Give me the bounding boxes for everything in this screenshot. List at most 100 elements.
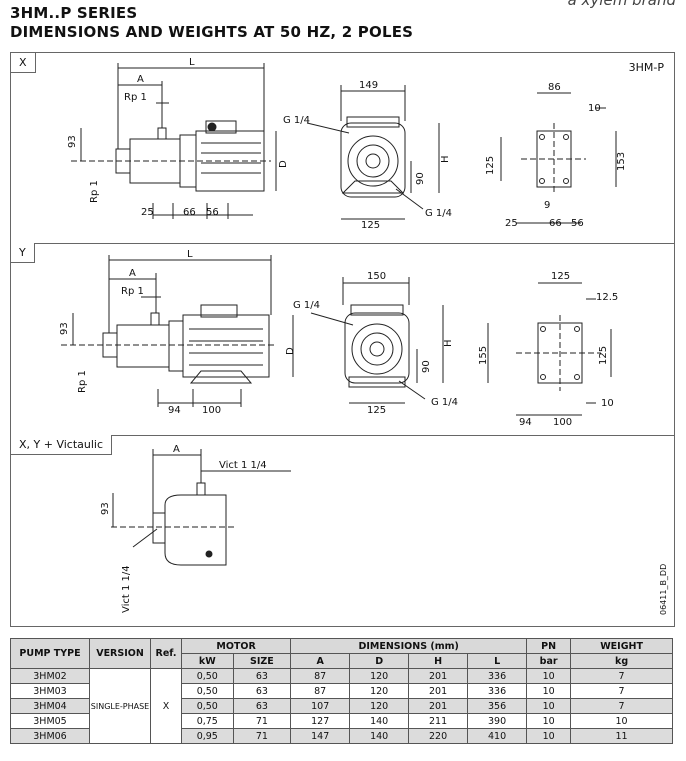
- cell-kg: 7: [570, 698, 673, 714]
- model-label: 3HM-P: [628, 61, 664, 74]
- brand-text: a xylem brand: [567, 0, 676, 9]
- table-row: 3HM06 0,95 71 147 140 220 410 10 11: [10, 728, 673, 744]
- cell-l: 390: [467, 713, 528, 729]
- cell-pn: 10: [526, 728, 572, 744]
- dim-66-plate: 66: [549, 218, 562, 229]
- dim-D: D: [278, 160, 289, 168]
- dim-125-vertical: 125: [485, 156, 496, 175]
- cell-version: SINGLE-PHASE: [89, 668, 151, 744]
- cell-a: 107: [290, 698, 351, 714]
- col-kw: kW: [181, 653, 234, 669]
- dim-94: 94: [168, 405, 181, 416]
- table-row: 3HM03 0,50 63 87 120 201 336 10 7: [10, 683, 673, 699]
- dim-g14-bottom: G 1/4: [431, 397, 458, 408]
- cell-l: 336: [467, 683, 528, 699]
- cell-a: 87: [290, 683, 351, 699]
- dim-rp1-top: Rp 1: [124, 92, 147, 103]
- cell-size: 63: [232, 698, 292, 714]
- cell-h: 201: [408, 668, 469, 684]
- dim-56: 56: [206, 207, 219, 218]
- col-h: H: [408, 653, 469, 669]
- cell-size: 71: [232, 728, 292, 744]
- cell-type: 3HM05: [10, 713, 90, 729]
- cell-l: 356: [467, 698, 528, 714]
- dim-vict-top: Vict 1 1/4: [219, 460, 267, 471]
- cell-type: 3HM06: [10, 728, 90, 744]
- cell-a: 127: [290, 713, 351, 729]
- cell-l: 410: [467, 728, 528, 744]
- dim-25-plate: 25: [505, 218, 518, 229]
- dim-g14-top: G 1/4: [283, 115, 310, 126]
- dim-12-5: 12.5: [596, 292, 618, 303]
- cell-d: 120: [349, 668, 410, 684]
- cell-kg: 7: [570, 683, 673, 699]
- dim-H: H: [443, 339, 454, 347]
- dim-rp1-side: Rp 1: [77, 370, 88, 393]
- table-row: 3HM02 SINGLE-PHASE X 0,50 63 87 120 201 …: [10, 668, 673, 744]
- cell-pn: 10: [526, 698, 572, 714]
- cell-l: 336: [467, 668, 528, 684]
- panel-y: Y: [11, 243, 674, 436]
- cell-a: 147: [290, 728, 351, 744]
- dim-g14-bottom: G 1/4: [425, 208, 452, 219]
- dim-100: 100: [202, 405, 221, 416]
- col-size: SIZE: [232, 653, 292, 669]
- table-row: 3HM05 0,75 71 127 140 211 390 10 10: [10, 713, 673, 729]
- cell-h: 201: [408, 698, 469, 714]
- cell-kw: 0,50: [181, 668, 234, 684]
- panel-victaulic-tag: X, Y + Victaulic: [11, 435, 113, 455]
- dim-93: 93: [67, 135, 78, 148]
- cell-kw: 0,75: [181, 713, 234, 729]
- dim-L: L: [189, 57, 195, 68]
- col-kg: kg: [570, 653, 673, 669]
- dim-149: 149: [359, 80, 378, 91]
- panel-victaulic-drawing: A Vict 1 1/4 93 Vict 1 1/4 06411_B_DD: [100, 444, 668, 615]
- cell-pn: 10: [526, 683, 572, 699]
- dim-94-plate: 94: [519, 417, 532, 428]
- dim-93: 93: [100, 502, 111, 515]
- drawings-frame: X 3HM-P: [10, 52, 675, 627]
- dim-150: 150: [367, 271, 386, 282]
- dim-A: A: [173, 444, 180, 455]
- cell-kg: 7: [570, 668, 673, 684]
- col-motor: MOTOR: [180, 638, 292, 654]
- col-pump-type: PUMP TYPE: [10, 638, 90, 669]
- dim-125-vertical: 125: [598, 346, 609, 365]
- col-weight: WEIGHT: [570, 638, 673, 654]
- cell-d: 120: [349, 698, 410, 714]
- dim-125: 125: [367, 405, 386, 416]
- cell-size: 63: [232, 668, 292, 684]
- cell-pn: 10: [526, 713, 572, 729]
- cell-d: 140: [349, 728, 410, 744]
- dim-A: A: [137, 74, 144, 85]
- cell-h: 201: [408, 683, 469, 699]
- cell-pn: 10: [526, 668, 572, 684]
- cell-type: 3HM02: [10, 668, 90, 684]
- version-text: SINGLE-PHASE: [90, 701, 150, 711]
- col-a: A: [290, 653, 351, 669]
- cell-size: 71: [232, 713, 292, 729]
- cell-type: 3HM03: [10, 683, 90, 699]
- cell-h: 211: [408, 713, 469, 729]
- dim-L: L: [187, 249, 193, 260]
- dim-90: 90: [415, 172, 426, 185]
- drawing-code: 06411_B_DD: [659, 564, 668, 615]
- cell-type: 3HM04: [10, 698, 90, 714]
- cell-kg: 10: [570, 713, 673, 729]
- panel-victaulic: X, Y + Victaulic A Vict 1 1/4 93 Vict 1 …: [11, 435, 674, 625]
- dim-g14-top: G 1/4: [293, 300, 320, 311]
- col-l: L: [467, 653, 528, 669]
- panel-x: X 3HM-P: [11, 53, 674, 244]
- cell-size: 63: [232, 683, 292, 699]
- cell-kw: 0,95: [181, 728, 234, 744]
- dim-100-plate: 100: [553, 417, 572, 428]
- cell-ref: X: [150, 668, 182, 744]
- panel-x-drawing: L A Rp 1 93 Rp 1 D 25 66 56 149 G 1/4 90…: [67, 57, 627, 231]
- dim-90: 90: [421, 360, 432, 373]
- col-version: VERSION: [89, 638, 151, 669]
- dim-155: 155: [478, 346, 489, 365]
- dim-93: 93: [59, 322, 70, 335]
- dim-56-plate: 56: [571, 218, 584, 229]
- dim-A: A: [129, 268, 136, 279]
- dim-125: 125: [361, 220, 380, 231]
